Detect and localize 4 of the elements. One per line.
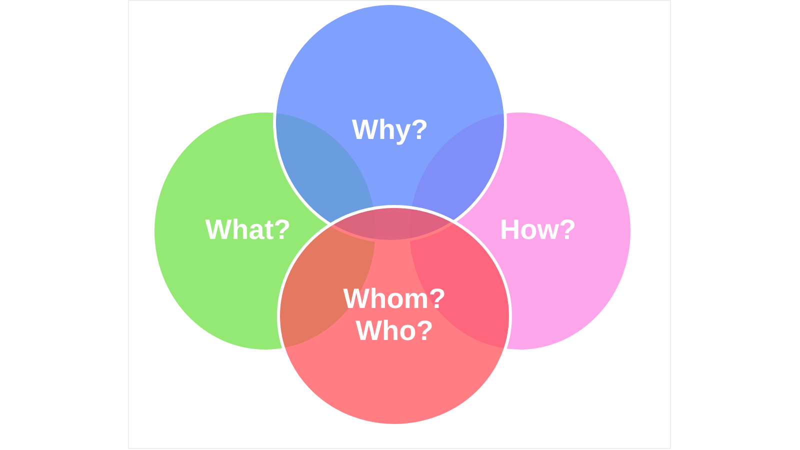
question-label: Whom? Who? [342,283,447,347]
question-label: What? [204,214,292,246]
question-label: Why? [350,114,430,146]
question-label: How? [498,214,578,246]
